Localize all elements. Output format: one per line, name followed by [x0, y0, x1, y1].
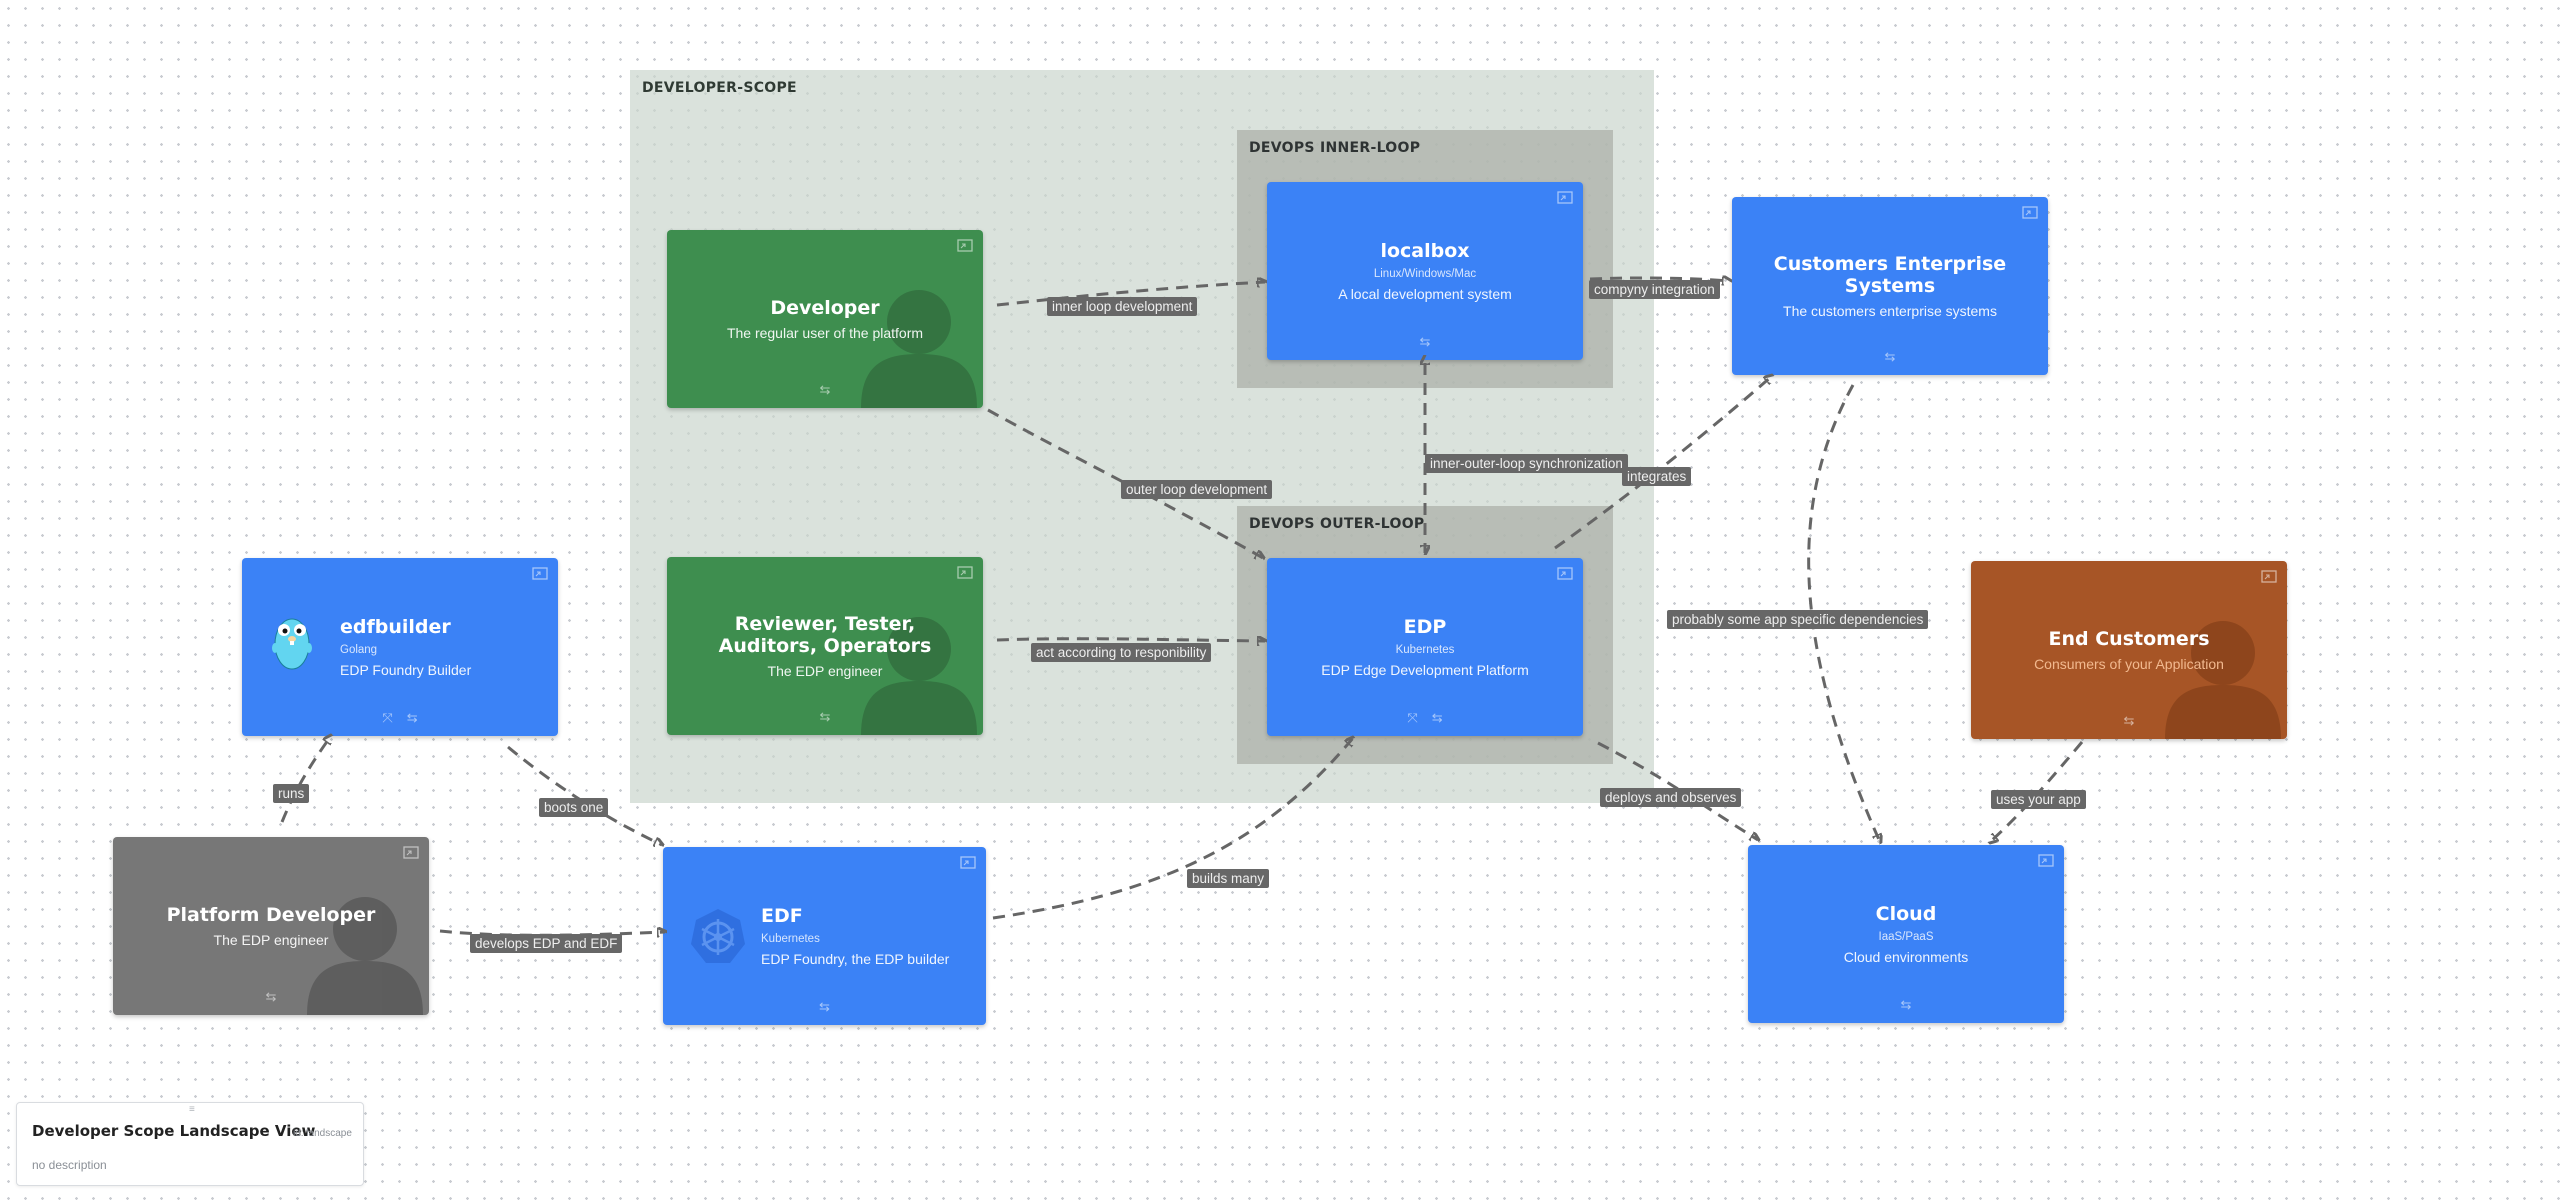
edge-label[interactable]: inner-outer-loop synchronization: [1425, 454, 1628, 473]
edge-label[interactable]: boots one: [539, 798, 609, 817]
node-title: Cloud: [1875, 903, 1937, 925]
view-description: no description: [32, 1158, 107, 1172]
node-reviewer[interactable]: Reviewer, Tester, Auditors, Operators Th…: [667, 557, 983, 735]
kubernetes-icon: [691, 909, 745, 963]
node-customers-enterprise-systems[interactable]: Customers Enterprise Systems The custome…: [1732, 197, 2048, 375]
node-title: End Customers: [2048, 628, 2210, 650]
node-title: Customers Enterprise Systems: [1773, 253, 2007, 297]
node-description: The EDP engineer: [213, 932, 329, 948]
gopher-icon: [272, 618, 312, 670]
edge-label[interactable]: deploys and observes: [1600, 788, 1742, 807]
node-title: Platform Developer: [166, 904, 376, 926]
relationships-icon[interactable]: ⇆: [819, 709, 831, 724]
node-edp[interactable]: EDP Kubernetes EDP Edge Development Plat…: [1267, 558, 1583, 736]
person-silhouette-icon: [2165, 621, 2281, 739]
open-details-icon[interactable]: [532, 567, 548, 580]
node-description: A local development system: [1338, 286, 1512, 302]
view-info-panel[interactable]: ≡ Developer Scope Landscape View id: lan…: [16, 1102, 364, 1186]
relationships-icon[interactable]: ⇆: [1419, 334, 1431, 349]
node-title: EDP: [1403, 616, 1447, 638]
view-title: Developer Scope Landscape View: [32, 1122, 316, 1140]
node-description: EDP Edge Development Platform: [1321, 662, 1529, 678]
expand-icon[interactable]: ⤧: [1407, 710, 1418, 725]
edge-label[interactable]: runs: [273, 784, 310, 803]
node-technology: Kubernetes: [1395, 644, 1455, 656]
node-description: The EDP engineer: [767, 663, 883, 679]
relationships-icon[interactable]: ⇆: [406, 710, 418, 725]
edge-label[interactable]: builds many: [1187, 869, 1270, 888]
node-edfbuilder[interactable]: edfbuilder Golang EDP Foundry Builder ⤧ ⇆: [242, 558, 558, 736]
node-cloud[interactable]: Cloud IaaS/PaaS Cloud environments ⇆: [1748, 845, 2064, 1023]
edge-label[interactable]: develops EDP and EDF: [470, 934, 623, 953]
person-silhouette-icon: [861, 617, 977, 735]
open-details-icon[interactable]: [403, 846, 419, 859]
node-description: The regular user of the platform: [726, 325, 924, 341]
node-technology: Kubernetes: [761, 933, 820, 945]
relationships-icon[interactable]: ⇆: [2123, 713, 2135, 728]
node-platform-developer[interactable]: Platform Developer The EDP engineer ⇆: [113, 837, 429, 1015]
node-technology: Golang: [340, 644, 378, 656]
relationships-icon[interactable]: ⇆: [1884, 349, 1896, 364]
node-title: EDF: [761, 905, 803, 927]
relationships-icon[interactable]: ⇆: [1900, 997, 1912, 1012]
node-description: EDP Foundry Builder: [340, 662, 472, 678]
person-silhouette-icon: [307, 897, 423, 1015]
node-localbox[interactable]: localbox Linux/Windows/Mac A local devel…: [1267, 182, 1583, 360]
edge-label[interactable]: uses your app: [1991, 790, 2086, 809]
open-details-icon[interactable]: [1557, 567, 1573, 580]
node-description: EDP Foundry, the EDP builder: [761, 951, 950, 967]
node-description: The customers enterprise systems: [1783, 303, 1997, 319]
open-details-icon[interactable]: [2022, 206, 2038, 219]
drag-handle-icon[interactable]: ≡: [189, 1104, 195, 1115]
node-edf[interactable]: EDF Kubernetes EDP Foundry, the EDP buil…: [663, 847, 986, 1025]
node-title: localbox: [1380, 240, 1470, 262]
edge-label[interactable]: act according to responibility: [1031, 643, 1212, 662]
person-silhouette-icon: [861, 290, 977, 408]
open-details-icon[interactable]: [2261, 570, 2277, 583]
node-title: edfbuilder: [340, 616, 451, 638]
edge-label[interactable]: inner loop development: [1047, 297, 1198, 316]
open-details-icon[interactable]: [957, 566, 973, 579]
node-developer[interactable]: Developer The regular user of the platfo…: [667, 230, 983, 408]
open-details-icon[interactable]: [2038, 854, 2054, 867]
relationships-icon[interactable]: ⇆: [819, 999, 830, 1014]
relationships-icon[interactable]: ⇆: [265, 989, 277, 1004]
edge-label[interactable]: probably some app specific dependencies: [1667, 610, 1929, 629]
node-title: Reviewer, Tester, Auditors, Operators: [718, 613, 932, 657]
node-description: Consumers of your Application: [2034, 656, 2224, 672]
edge-label[interactable]: compyny integration: [1589, 280, 1720, 299]
node-title: Developer: [770, 297, 880, 319]
view-id: id: landscape: [293, 1128, 352, 1139]
relationships-icon[interactable]: ⇆: [819, 382, 831, 397]
edge-runs: [280, 736, 331, 823]
group-title: DEVOPS OUTER-LOOP: [1249, 516, 1425, 532]
relationships-icon[interactable]: ⇆: [1431, 710, 1443, 725]
group-title: DEVELOPER-SCOPE: [642, 80, 797, 96]
edge-label[interactable]: outer loop development: [1121, 480, 1273, 499]
node-technology: IaaS/PaaS: [1878, 931, 1934, 943]
open-details-icon[interactable]: [1557, 191, 1573, 204]
node-end-customers[interactable]: End Customers Consumers of your Applicat…: [1971, 561, 2287, 739]
open-details-icon[interactable]: [957, 239, 973, 252]
group-title: DEVOPS INNER-LOOP: [1249, 140, 1421, 156]
open-details-icon[interactable]: [960, 856, 976, 869]
expand-icon[interactable]: ⤧: [382, 710, 393, 725]
node-description: Cloud environments: [1843, 949, 1969, 965]
edge-label[interactable]: integrates: [1622, 467, 1692, 486]
node-technology: Linux/Windows/Mac: [1373, 268, 1477, 280]
